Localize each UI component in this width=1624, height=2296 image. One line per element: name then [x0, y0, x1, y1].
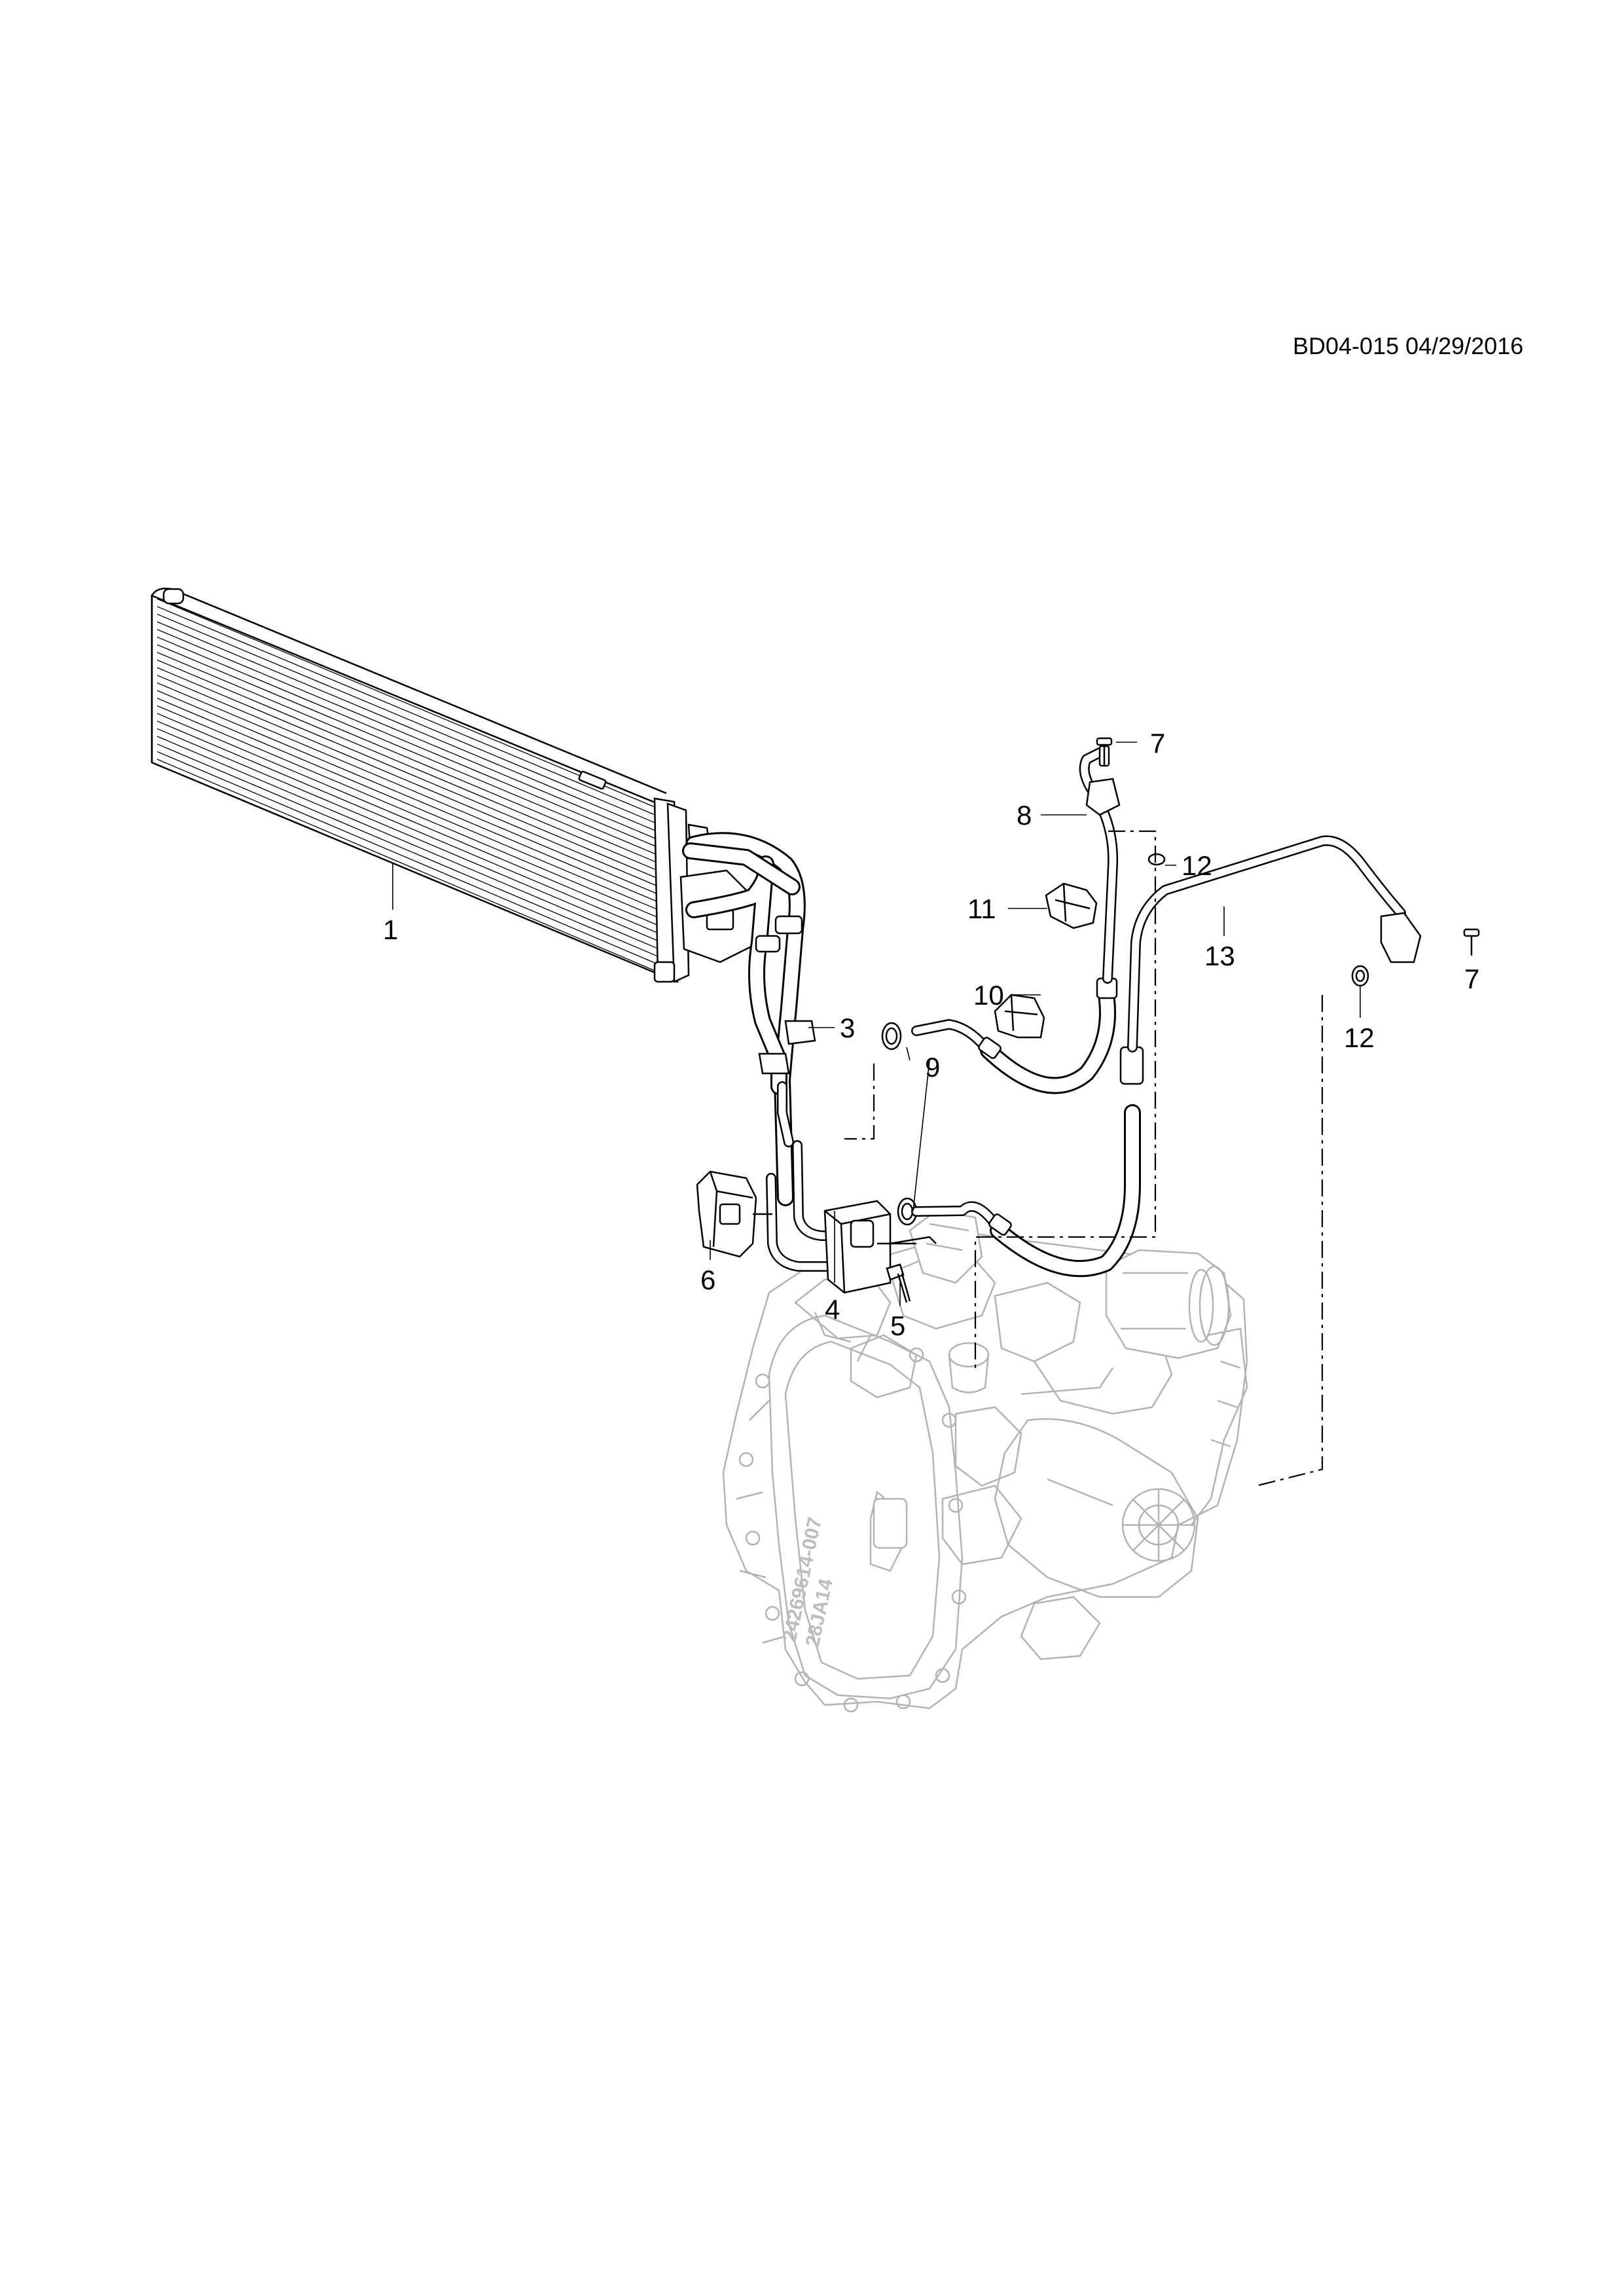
bolt-7-right: [1463, 928, 1480, 956]
callout-labels: 1 3 4 5 6 7 7 8 9 10 11 12 12 13: [383, 728, 1479, 1341]
cooler-fin-line: [156, 690, 659, 903]
callout-1: 1: [383, 914, 398, 945]
callout-11: 11: [967, 893, 996, 924]
leader-lines: [392, 742, 1361, 1306]
cooler-fin-line: [156, 698, 659, 910]
cooler-fin-line: [156, 621, 659, 833]
cooler-fin-line: [156, 629, 659, 840]
cooler-fin-line: [156, 667, 659, 879]
cooler-fin-line: [156, 713, 659, 926]
seal-12-lower: [1351, 965, 1369, 987]
callout-8: 8: [1017, 800, 1032, 831]
cooler-fin-line: [156, 598, 659, 809]
cooler-fin-line: [156, 652, 659, 863]
cooler-line-13: [911, 835, 1422, 1278]
callout-7-right: 7: [1464, 963, 1479, 994]
callout-3: 3: [840, 1013, 855, 1043]
bolt-7-upper: [1096, 737, 1113, 766]
hose-connector-block-4: [823, 1200, 937, 1294]
seals-9: [881, 1022, 918, 1226]
transmission-fluid-cooler: /* fins drawn by script below */: [151, 587, 761, 983]
cooler-fins: /* fins drawn by script below */: [156, 598, 659, 973]
cooler-fin-line: [156, 613, 659, 825]
bolt-5: [877, 1242, 916, 1303]
cooler-fin-line: [156, 675, 659, 887]
callout-13: 13: [1204, 941, 1235, 971]
seal-12-upper: [1147, 853, 1166, 866]
cooler-fin-line: [156, 751, 659, 965]
clip-10: [994, 994, 1045, 1039]
cooler-fin-line: [156, 736, 659, 949]
callout-6: 6: [700, 1265, 715, 1295]
cooler-fin-line: [156, 636, 659, 848]
cooler-fin-line: [156, 759, 659, 973]
hose-clip-3: [784, 1020, 816, 1045]
callout-7-upper: 7: [1150, 728, 1165, 759]
cooler-fin-line: [156, 721, 659, 934]
cooler-fin-line: [156, 682, 659, 895]
cooler-fin-line: [156, 606, 659, 817]
cooler-fin-line: [156, 644, 659, 855]
callout-10: 10: [973, 980, 1004, 1011]
cooler-fin-line: [156, 659, 659, 871]
transmission-assembly: 24269614-007 28JA14: [722, 1210, 1248, 1713]
callout-4: 4: [825, 1294, 840, 1325]
cooler-fin-line: [156, 744, 659, 957]
cooler-line-8: [911, 745, 1121, 1094]
reference-lines: [844, 830, 1324, 1487]
cooler-fin-line: [156, 728, 659, 941]
cooler-hoses: [682, 832, 850, 1272]
callout-12-lower: 12: [1344, 1022, 1375, 1053]
diagram-code-date: BD04-015 04/29/2016: [1293, 332, 1524, 359]
clip-11: [1045, 882, 1098, 929]
callout-9: 9: [925, 1052, 940, 1083]
callout-5: 5: [890, 1310, 905, 1341]
callout-12-upper: 12: [1182, 850, 1212, 881]
bracket-6: [696, 1170, 772, 1258]
cooler-fin-line: [156, 705, 659, 918]
